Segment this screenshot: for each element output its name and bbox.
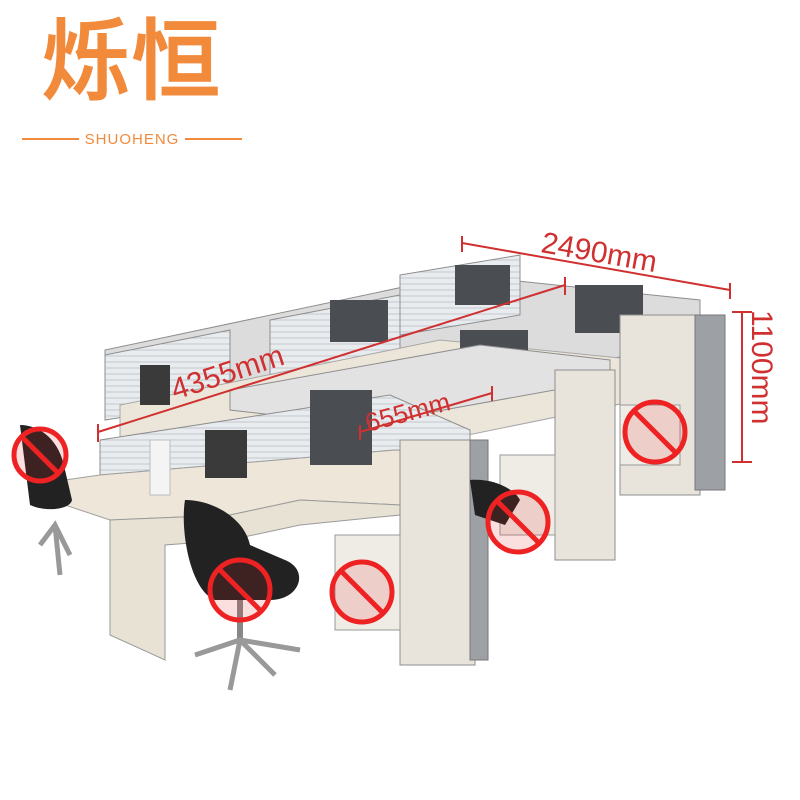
front-workstation bbox=[64, 365, 489, 666]
prohibited-icon bbox=[622, 399, 688, 465]
monitor bbox=[310, 390, 372, 465]
prohibited-icon bbox=[329, 559, 395, 625]
brand-name-cn: 烁恒 bbox=[41, 10, 222, 113]
back-workstation-cluster bbox=[104, 254, 726, 496]
logo-rule-left bbox=[22, 138, 79, 140]
prohibited-icon bbox=[11, 426, 69, 484]
vase bbox=[149, 439, 171, 496]
dimension-height-label: 1100mm bbox=[745, 310, 778, 425]
brand-logo: 烁恒 SHUOHENG bbox=[22, 12, 242, 152]
monitor bbox=[455, 265, 510, 305]
monitor bbox=[330, 300, 388, 342]
prohibited-icon bbox=[207, 557, 273, 623]
books bbox=[205, 430, 247, 478]
books bbox=[140, 365, 170, 405]
brand-name-en: SHUOHENG bbox=[84, 130, 180, 148]
dimension-width-label: 2490mm bbox=[539, 226, 660, 279]
logo-rule-right bbox=[185, 138, 242, 140]
dimension-height: 1100mm bbox=[732, 310, 778, 463]
brand-en-row: SHUOHENG bbox=[22, 128, 242, 150]
prohibited-icon bbox=[485, 489, 551, 555]
